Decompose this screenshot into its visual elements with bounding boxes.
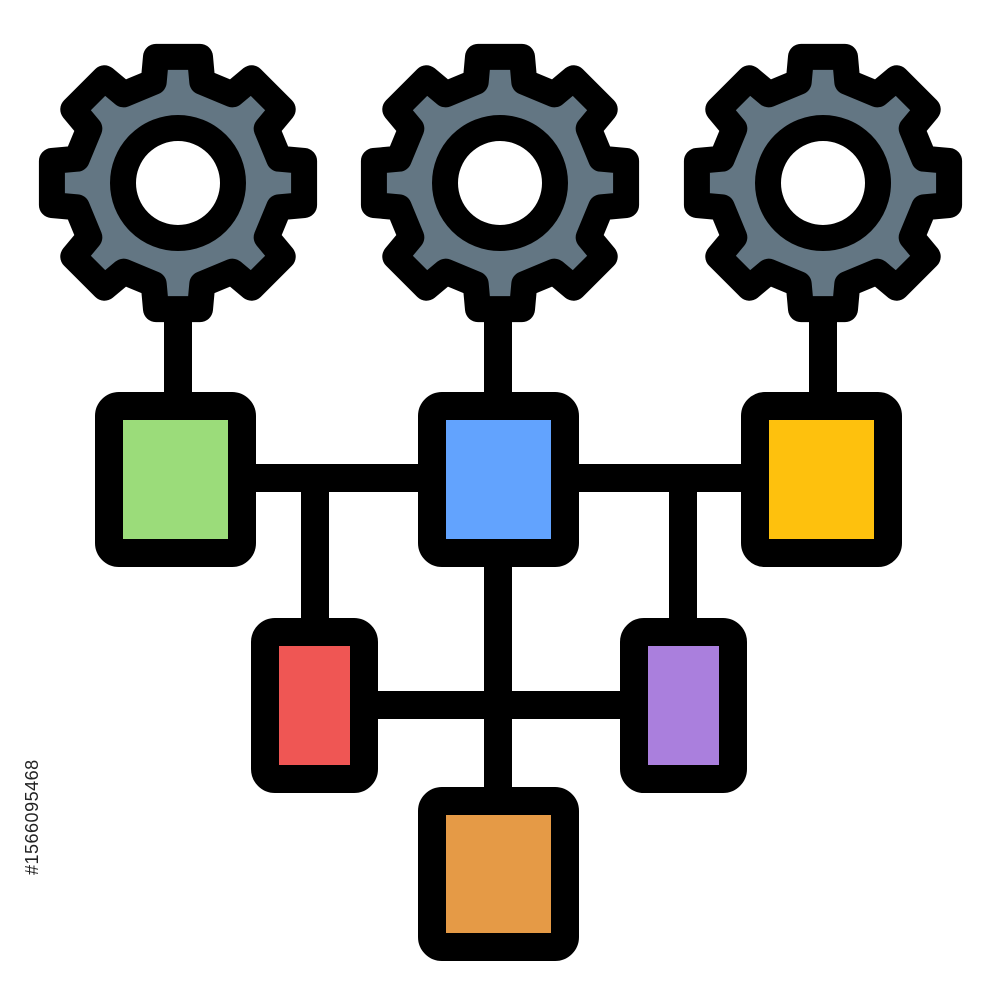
box-mid-right <box>620 618 747 793</box>
gear-icon-middle <box>360 43 640 323</box>
gear-icon-right <box>683 43 963 323</box>
box-mid-left <box>251 618 378 793</box>
box-top-left <box>95 392 256 567</box>
gear-hole <box>110 115 246 251</box>
box-top-right <box>741 392 902 567</box>
gear-hole <box>755 115 891 251</box>
gear-hole <box>432 115 568 251</box>
stock-id-text: #1566095468 <box>22 759 42 875</box>
box-top-middle <box>418 392 579 567</box>
gear-icon-left <box>38 43 318 323</box>
box-bottom <box>418 787 579 961</box>
